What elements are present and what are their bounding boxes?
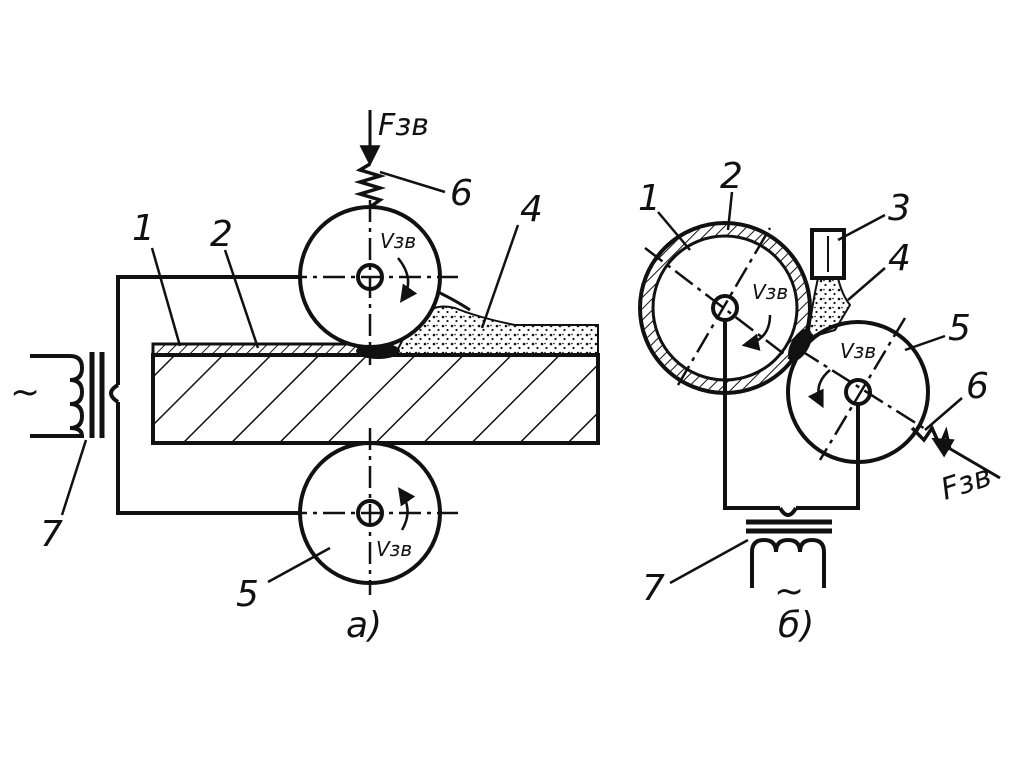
leader-b-5 <box>904 334 946 352</box>
label-a-2: 2 <box>210 214 233 255</box>
wire-bottom-a <box>116 402 300 515</box>
leader-b-6 <box>924 397 963 431</box>
label-b-7: 7 <box>642 568 665 609</box>
label-a-5: 5 <box>236 574 259 615</box>
ac-symbol-b: ~ <box>774 571 804 612</box>
leader-b-7 <box>669 538 749 585</box>
label-a-7: 7 <box>40 514 63 555</box>
force-arrow-b <box>931 437 1001 480</box>
label-b-5: 5 <box>948 308 971 349</box>
label-a-6: 6 <box>450 173 473 214</box>
label-a-4: 4 <box>520 189 543 230</box>
wire-top-a <box>116 275 300 385</box>
powder-stream-4 <box>806 277 852 340</box>
force-label-a: Fзв <box>378 108 429 143</box>
ac-symbol-a: ~ <box>10 372 40 413</box>
top-roller-rotation-arrow <box>397 257 418 303</box>
leader-7a <box>60 439 88 516</box>
diagram-b: Vзв Vзв Fзв ~ 1 <box>638 156 1001 646</box>
wire-notch-b <box>778 506 798 517</box>
leader-b-3 <box>837 213 886 242</box>
label-a-1: 1 <box>132 208 155 249</box>
leader-b-1 <box>657 211 691 251</box>
leader-4 <box>480 224 520 329</box>
speed-label-right: Vзв <box>840 339 876 363</box>
leader-5a <box>267 546 331 584</box>
leader-1 <box>150 247 182 347</box>
label-b-2: 2 <box>720 156 743 197</box>
drum-1-axle <box>711 294 739 322</box>
wire-left-b <box>723 320 780 510</box>
leader-b-4 <box>847 267 886 301</box>
wire-right-b <box>796 404 860 510</box>
leader-b-2 <box>726 191 734 231</box>
speed-label-bottom: Vзв <box>376 537 412 561</box>
label-b-1: 1 <box>638 178 661 219</box>
caption-a: а) <box>346 605 382 646</box>
spring-6 <box>353 162 387 209</box>
drum-1-rotation-arrow <box>741 314 772 351</box>
leader-6a <box>379 170 446 194</box>
diagram-a: Vзв Vзв Fзв ~ 1 2 4 5 6 7 а) <box>10 108 600 646</box>
weld-zone-b <box>788 328 812 362</box>
drum-1-axis-2 <box>676 227 772 386</box>
transformer-coil-a <box>30 354 85 438</box>
roller-5-rotation-arrow <box>807 369 831 409</box>
drum-1-axis-1 <box>644 247 806 371</box>
spring-6-b <box>910 424 952 451</box>
wire-notch-a <box>109 383 120 404</box>
roller-5-axis-2 <box>799 348 931 434</box>
speed-label-top: Vзв <box>380 229 416 253</box>
roller-5-axis-1 <box>818 317 907 461</box>
leader-2 <box>223 249 260 349</box>
base-plate <box>151 353 600 445</box>
caption-b: б) <box>778 605 814 646</box>
bottom-roller-rotation-arrow <box>397 487 416 531</box>
label-b-6: 6 <box>966 366 989 407</box>
coating-layer <box>151 342 370 357</box>
force-label-b: Fзв <box>937 459 996 508</box>
label-b-4: 4 <box>888 238 911 279</box>
speed-label-left: Vзв <box>752 280 788 304</box>
transformer-b-coil <box>750 537 826 588</box>
label-b-3: 3 <box>888 188 911 229</box>
